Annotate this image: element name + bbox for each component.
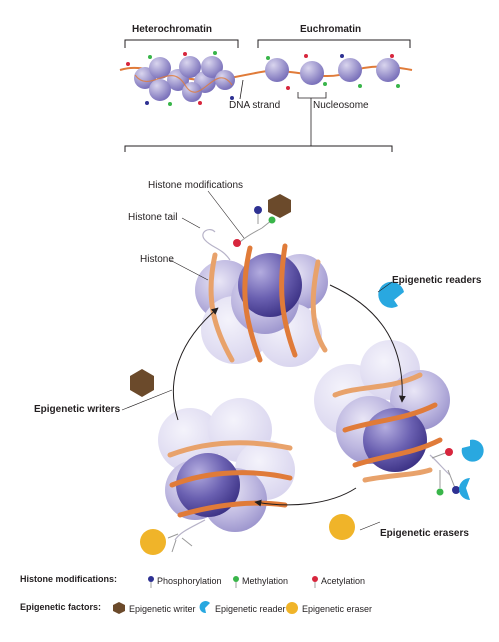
legend-phosphorylation-icon xyxy=(148,576,154,582)
legend-eraser-icon xyxy=(286,602,298,614)
legend-writer-label: Epigenetic writer xyxy=(129,604,196,614)
writer-free xyxy=(130,369,154,397)
phosphorylation-mark xyxy=(254,206,262,214)
epigenetic-writers-label: Epigenetic writers xyxy=(34,404,121,415)
heterochromatin-cluster xyxy=(126,51,235,106)
chromatin-strip xyxy=(119,39,413,152)
nucleosome-bracket xyxy=(297,92,327,99)
euchromatin-label: Euchromatin xyxy=(300,24,362,35)
methylation-mark xyxy=(268,216,276,224)
acetylation-mark xyxy=(233,239,241,247)
leader-erasers xyxy=(359,521,381,531)
leader-writers xyxy=(121,389,173,411)
reader-shape-2 xyxy=(459,478,470,500)
epigenetic-readers-label: Epigenetic readers xyxy=(392,275,482,286)
arrow-right-to-bottom xyxy=(254,487,357,507)
leader-histone-tail xyxy=(181,217,201,229)
nucleosome-label: Nucleosome xyxy=(313,100,369,111)
euchromatin-nucleosomes xyxy=(265,54,400,90)
legend-factors: Epigenetic factors: xyxy=(20,602,109,612)
legend-phosphorylation-label: Phosphorylation xyxy=(157,576,222,586)
legend-reader-icon xyxy=(199,601,210,614)
detail-bracket xyxy=(124,145,393,152)
legend-writer-icon xyxy=(113,602,125,614)
leader-readers xyxy=(377,281,393,293)
histone-tail-label: Histone tail xyxy=(128,212,178,223)
dna-strand-label: DNA strand xyxy=(229,100,281,111)
legend-methylation-label: Methylation xyxy=(242,576,289,586)
histone-label: Histone xyxy=(140,254,174,265)
nucleosome-right xyxy=(314,340,484,500)
arrow-top-to-right xyxy=(329,284,406,403)
legend-glyphs xyxy=(113,576,318,614)
writer-hexagon-top xyxy=(268,194,291,218)
eraser-free-1 xyxy=(329,514,355,540)
heterochromatin-label: Heterochromatin xyxy=(132,24,213,35)
arrow-bottom-to-top xyxy=(172,307,219,421)
reader-free xyxy=(378,281,404,308)
legend-mods-title: Histone modifications: xyxy=(20,574,118,584)
legend-methylation-icon xyxy=(233,576,239,582)
legend-modifications: Histone modifications: xyxy=(20,574,125,584)
nucleosome-top xyxy=(195,194,328,367)
leader-histone-mods xyxy=(207,190,245,239)
dna-strand-leader xyxy=(239,79,244,100)
legend-eraser-label: Epigenetic eraser xyxy=(302,604,373,614)
epigenetic-erasers-label: Epigenetic erasers xyxy=(380,528,469,539)
heterochromatin-bracket xyxy=(124,39,239,48)
reader-shape-1 xyxy=(461,439,484,462)
legend-factors-title: Epigenetic factors: xyxy=(20,602,102,612)
leader-histone xyxy=(169,259,209,281)
euchromatin-bracket xyxy=(257,39,411,48)
legend-reader-label: Epigenetic reader xyxy=(215,604,286,614)
histone-modifications-label: Histone modifications xyxy=(148,180,244,191)
eraser-free-2 xyxy=(140,529,166,555)
legend-acetylation-label: Acetylation xyxy=(321,576,366,586)
legend-acetylation-icon xyxy=(312,576,318,582)
nucleosome-bottom xyxy=(158,398,295,553)
histone-tail xyxy=(202,228,231,261)
